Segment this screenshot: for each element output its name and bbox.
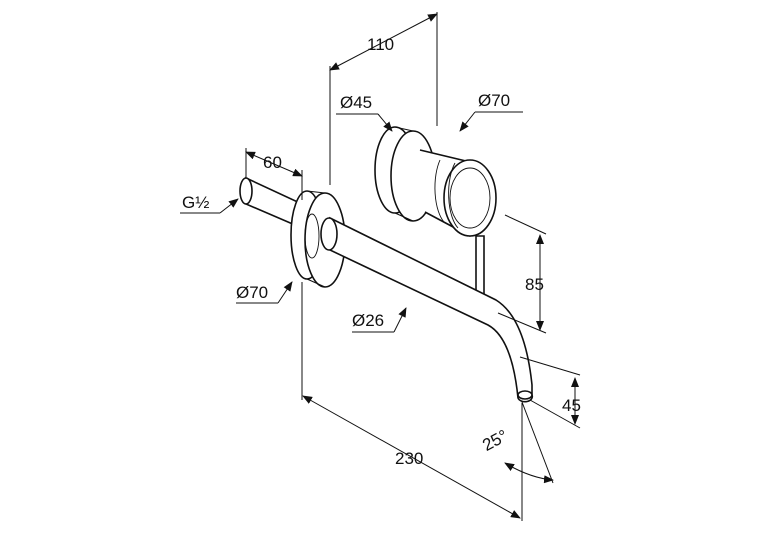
dim-110-label: 110 xyxy=(367,35,394,54)
dim-230: 230 xyxy=(301,282,523,521)
dim-thread: G½ xyxy=(180,193,239,214)
dim-d70-spout: Ø70 xyxy=(236,281,293,304)
dim-angle-label: 25° xyxy=(479,426,511,455)
dim-angle: 25° xyxy=(479,401,554,484)
dim-60: 60 xyxy=(245,148,303,200)
dim-d26-label: Ø26 xyxy=(352,311,384,330)
dim-d70-mixer: Ø70 xyxy=(459,91,523,132)
dim-85: 85 xyxy=(497,214,547,334)
dim-d45: Ø45 xyxy=(336,93,393,132)
mixer-body xyxy=(374,126,497,301)
dim-110: 110 xyxy=(329,12,438,185)
dim-d70-spout-label: Ø70 xyxy=(236,283,268,302)
spout-assembly xyxy=(239,176,534,403)
dim-60-label: 60 xyxy=(263,153,282,172)
dim-45-label: 45 xyxy=(562,396,581,415)
dim-45: 45 xyxy=(519,356,581,429)
dim-d70-mixer-label: Ø70 xyxy=(478,91,510,110)
dim-85-label: 85 xyxy=(525,275,544,294)
dim-d26: Ø26 xyxy=(352,307,407,333)
dim-thread-label: G½ xyxy=(182,193,209,212)
dim-d45-label: Ø45 xyxy=(340,93,372,112)
dim-230-label: 230 xyxy=(395,449,423,468)
